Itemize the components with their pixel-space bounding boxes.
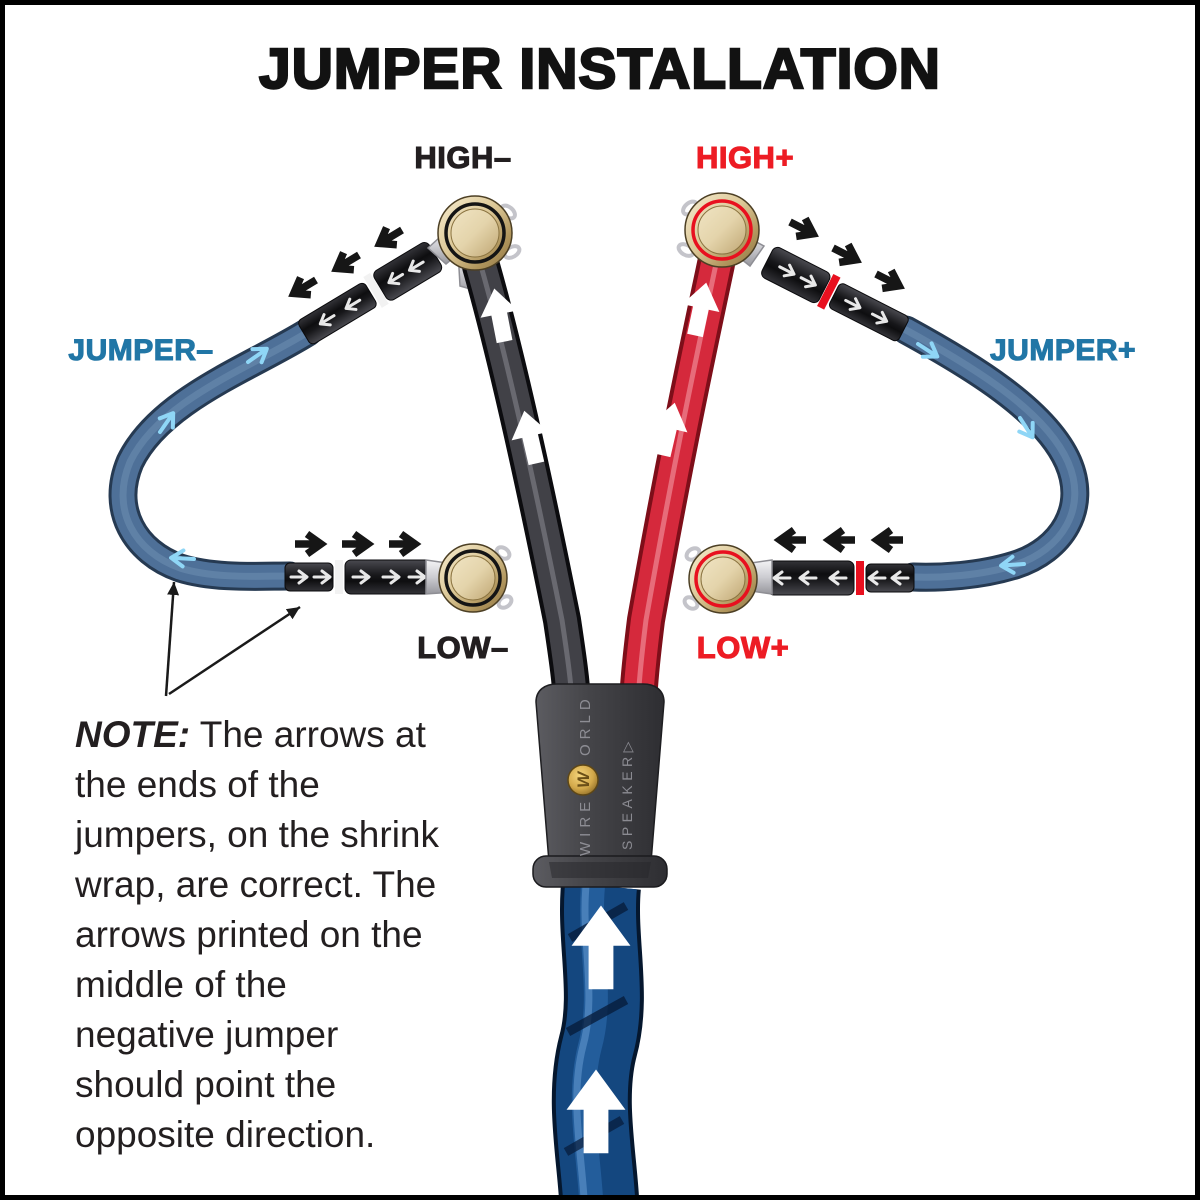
high-minus-main-cable <box>462 247 591 721</box>
note-pointer-arrows <box>164 581 301 697</box>
positive-ring-marker <box>691 199 753 261</box>
note-line: jumpers, on the shrink <box>75 814 440 855</box>
note-line: arrows printed on the <box>75 914 423 955</box>
note-line: the ends of the <box>75 764 320 805</box>
note-lines: the ends of the jumpers, on the shrink wra… <box>75 760 505 1160</box>
main-speaker-cable <box>551 882 644 1200</box>
wireworld-logo-icon <box>567 764 599 796</box>
note-line: middle of the <box>75 964 287 1005</box>
low-minus-terminal <box>438 543 514 613</box>
low-plus-shrink-wrap <box>767 560 915 596</box>
splitter-brand-part2: ORLD <box>577 694 594 756</box>
negative-ring-marker <box>444 202 506 264</box>
high-minus-shrink-wrap <box>298 242 443 345</box>
note-line: negative jumper <box>75 1014 339 1055</box>
label-high-minus: HIGH– <box>414 139 512 175</box>
label-low-minus: LOW– <box>417 629 509 665</box>
label-high-plus: HIGH+ <box>695 139 795 175</box>
note-text: NOTE: The arrows at the ends of the jumpe… <box>75 710 505 1160</box>
note-line: should point the <box>75 1064 337 1105</box>
note-prefix: NOTE: <box>75 714 191 755</box>
high-plus-main-cable <box>619 245 735 721</box>
splitter-brand-part1: WIRE <box>577 797 594 856</box>
negative-ring-marker <box>444 549 502 607</box>
cable-splitter: WIRE ORLD SPEAKER▷ W <box>532 683 668 888</box>
splitter-series-label: SPEAKER▷ <box>619 737 635 850</box>
page-title: JUMPER INSTALLATION <box>258 36 941 102</box>
high-minus-terminal <box>437 195 522 271</box>
wireworld-logo-letter: W <box>574 770 593 788</box>
note-first-line: The arrows at <box>190 714 426 755</box>
high-plus-shrink-wrap <box>761 246 909 342</box>
label-low-plus: LOW+ <box>696 629 790 665</box>
jumper-plus-cable <box>891 315 1090 592</box>
jumper-printed-arrows <box>151 335 1042 576</box>
jumper-minus-cable <box>108 317 323 591</box>
note-line: wrap, are correct. The <box>75 864 437 905</box>
label-jumper-plus: JUMPER+ <box>989 333 1137 367</box>
low-minus-shrink-wrap <box>284 559 432 595</box>
low-plus-terminal <box>682 544 758 614</box>
label-jumper-minus: JUMPER– <box>68 333 214 367</box>
note-line: opposite direction. <box>75 1114 376 1155</box>
positive-ring-marker <box>694 550 752 608</box>
high-plus-terminal <box>676 192 760 268</box>
